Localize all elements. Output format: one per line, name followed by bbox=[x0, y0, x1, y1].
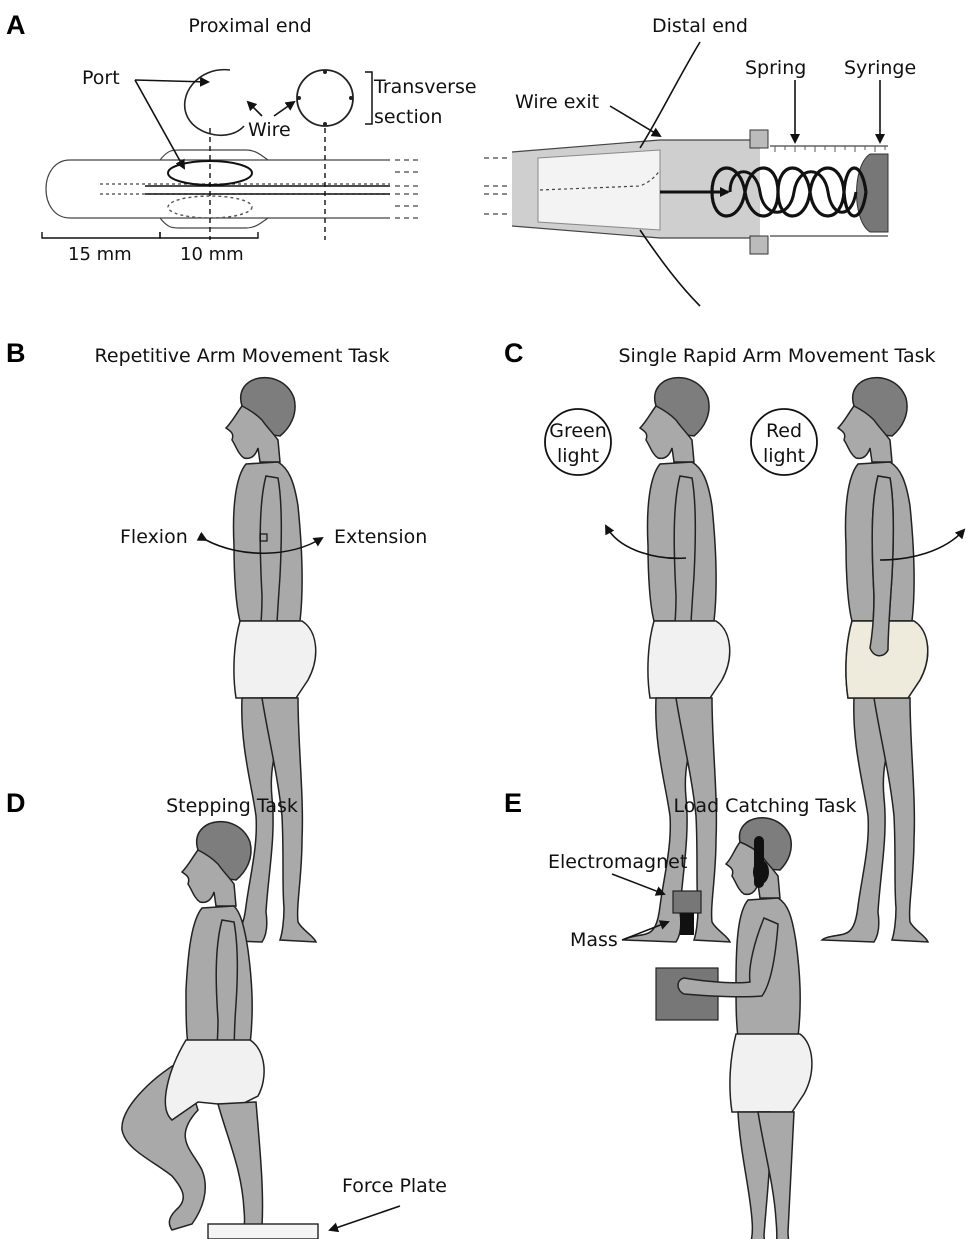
proximal-catheter-diagram bbox=[42, 70, 420, 240]
panel-d-title: Stepping Task bbox=[166, 795, 298, 817]
person-c-right bbox=[822, 378, 928, 942]
panel-e-letter: E bbox=[504, 788, 522, 818]
section-label: section bbox=[374, 106, 442, 128]
electromagnet-arrow bbox=[612, 874, 664, 894]
panel-a-letter: A bbox=[6, 10, 26, 40]
spring-label: Spring bbox=[745, 57, 806, 79]
dimension-15mm: 15 mm bbox=[68, 244, 132, 265]
green-light-label-1: Green bbox=[549, 420, 607, 442]
red-light-label-2: light bbox=[763, 445, 805, 467]
distal-catheter-diagram bbox=[484, 42, 888, 306]
force-plate-arrow bbox=[330, 1206, 400, 1230]
dimension-10mm: 10 mm bbox=[180, 244, 244, 265]
person-d-stepping bbox=[122, 822, 264, 1239]
panel-c-title: Single Rapid Arm Movement Task bbox=[618, 345, 935, 367]
panel-d-letter: D bbox=[6, 788, 26, 818]
electromagnet bbox=[673, 891, 701, 913]
extension-label: Extension bbox=[334, 526, 427, 548]
force-plate-label: Force Plate bbox=[342, 1175, 447, 1197]
wire-label: Wire bbox=[248, 119, 291, 141]
mass bbox=[680, 913, 694, 935]
force-plate bbox=[208, 1224, 318, 1239]
green-light-label-2: light bbox=[557, 445, 599, 467]
panel-e-title: Load Catching Task bbox=[674, 795, 857, 817]
electromagnet-label: Electromagnet bbox=[548, 851, 687, 873]
panel-c-letter: C bbox=[504, 338, 524, 368]
wire-exit-label: Wire exit bbox=[515, 91, 599, 113]
port-label: Port bbox=[82, 67, 120, 89]
panel-b-letter: B bbox=[6, 338, 26, 368]
red-light-label-1: Red bbox=[766, 420, 802, 442]
syringe-label: Syringe bbox=[844, 57, 916, 79]
proximal-end-title: Proximal end bbox=[188, 15, 311, 37]
panel-b-title: Repetitive Arm Movement Task bbox=[95, 345, 390, 367]
transverse-label: Transverse bbox=[373, 76, 477, 98]
mass-label: Mass bbox=[570, 929, 618, 951]
flexion-label: Flexion bbox=[120, 526, 188, 548]
distal-end-title: Distal end bbox=[652, 15, 748, 37]
